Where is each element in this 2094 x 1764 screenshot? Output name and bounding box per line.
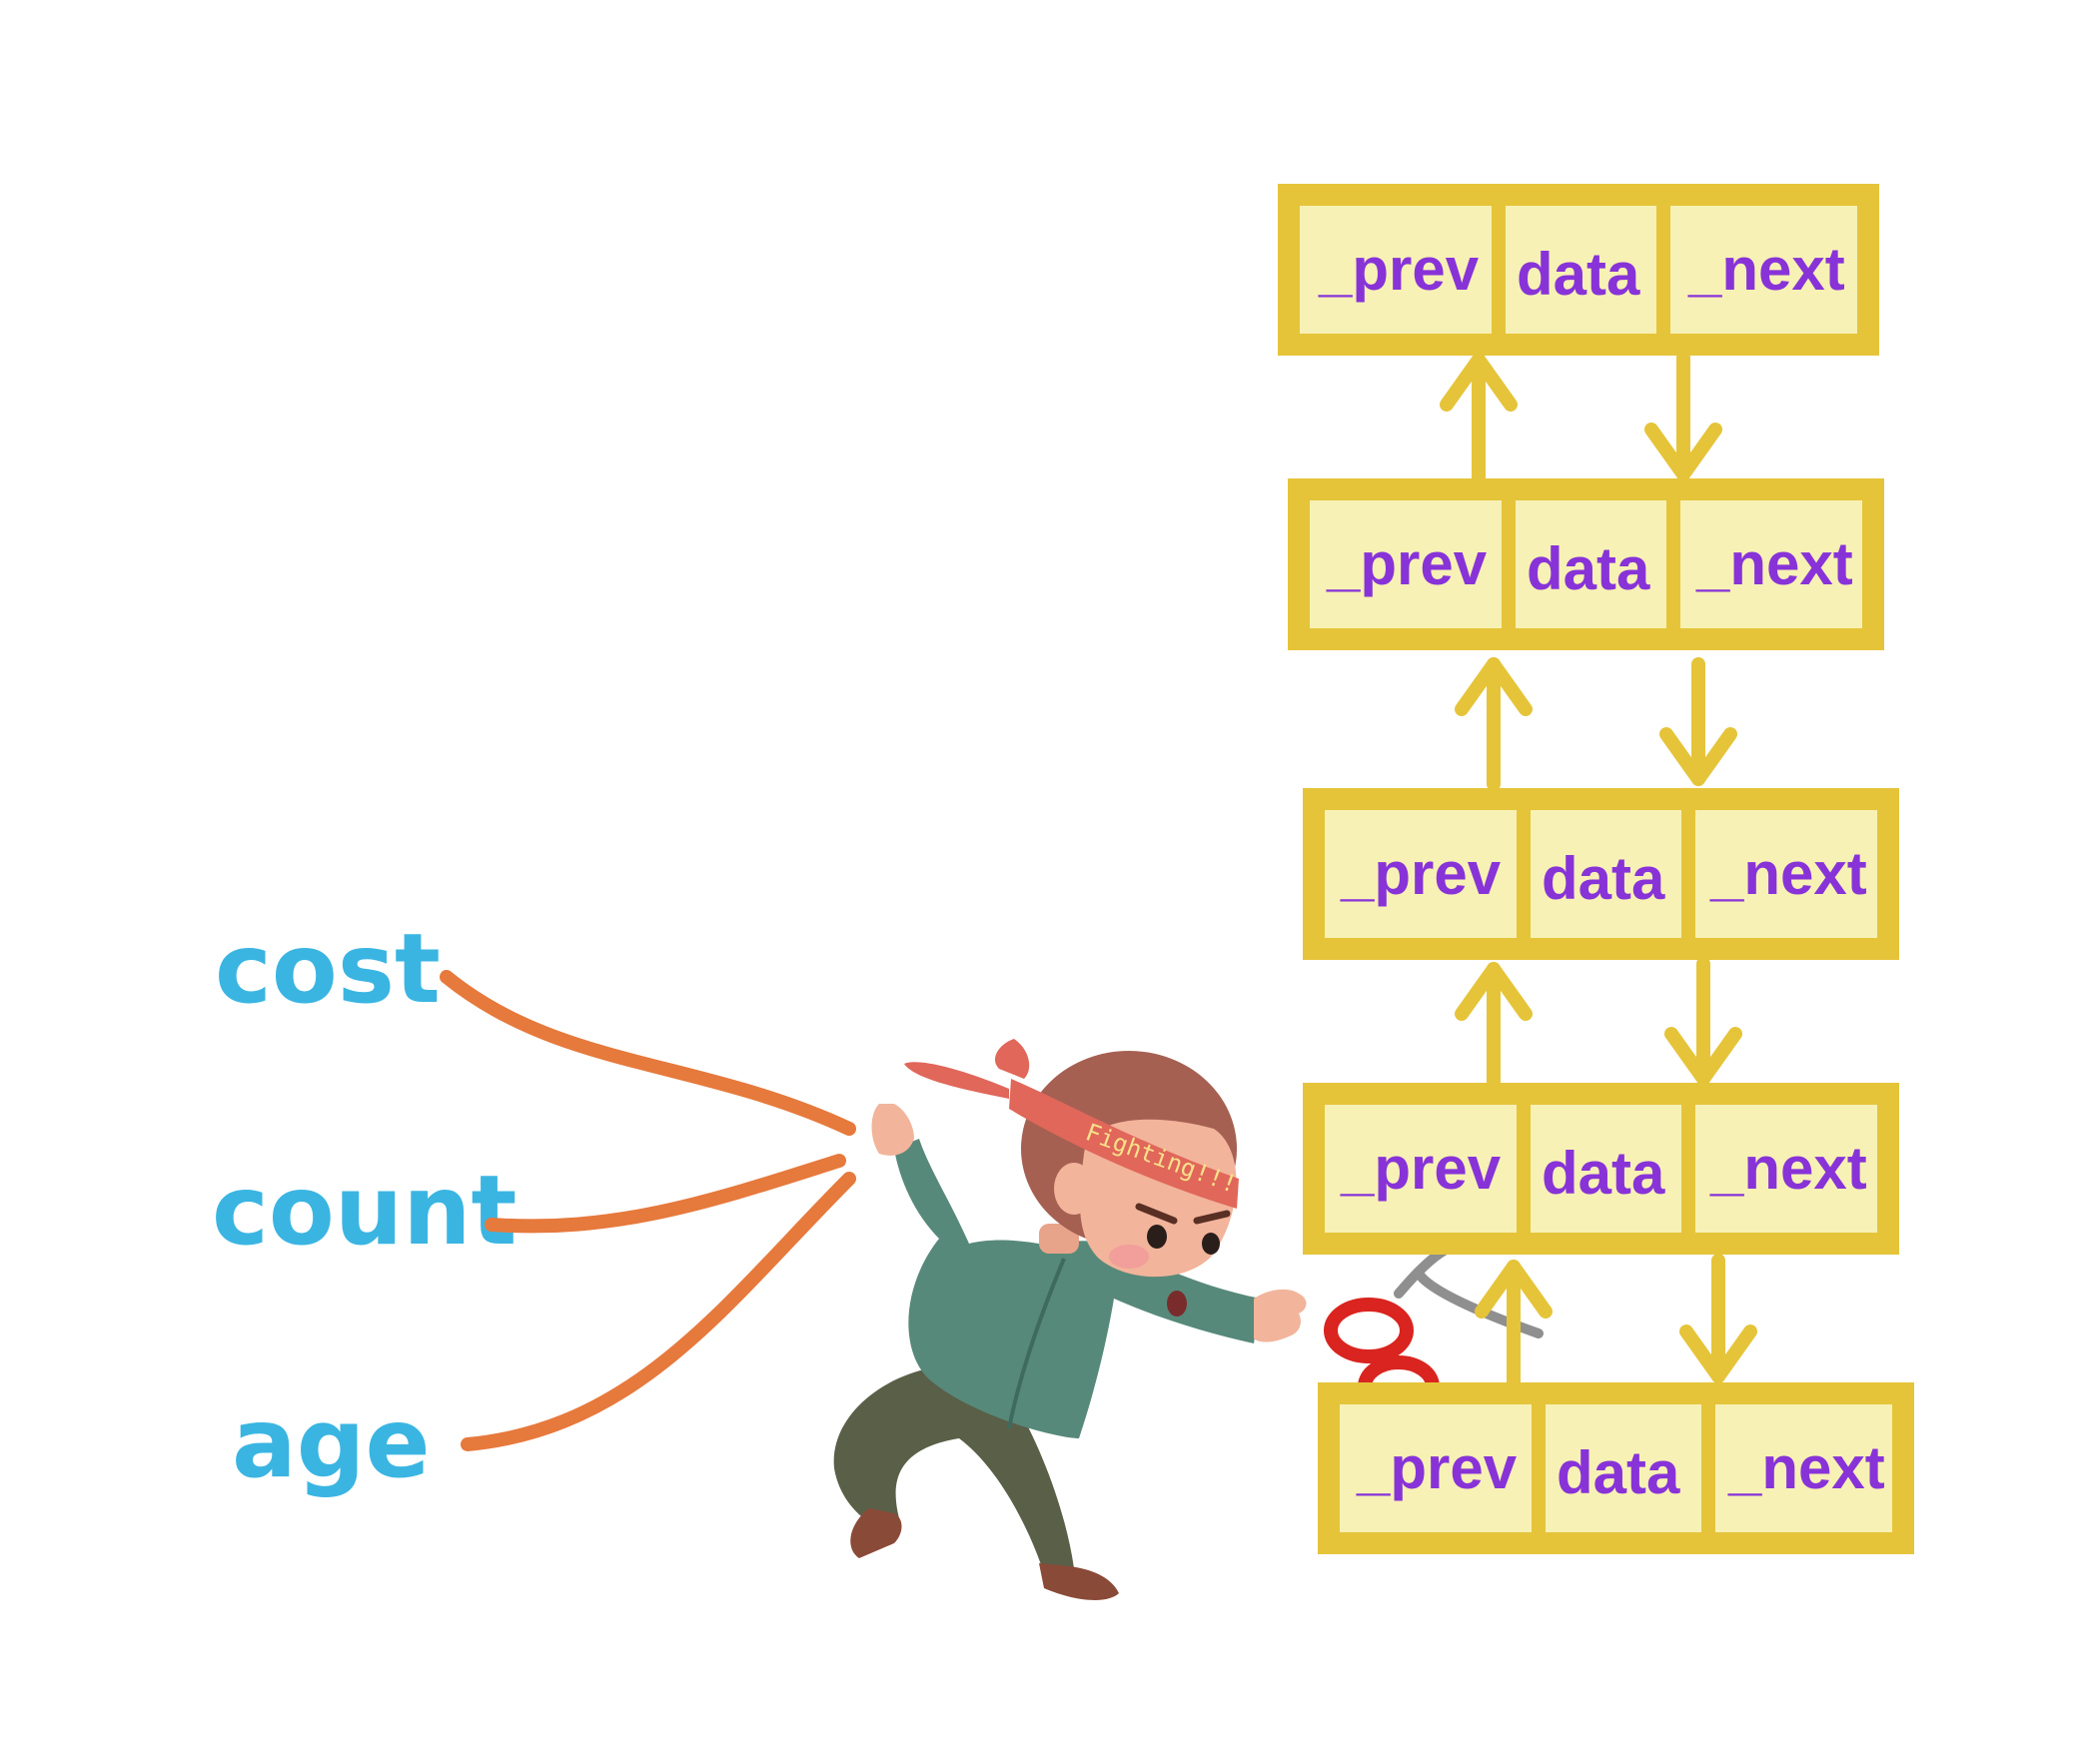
node-frame (1288, 478, 1884, 650)
prev-arrow-up (1455, 657, 1533, 791)
next-arrow-down (1659, 657, 1737, 786)
character-mouth (1167, 1291, 1187, 1317)
node-next-cell: _next (1727, 1434, 1885, 1501)
node-next-cell: _next (1687, 236, 1845, 303)
character-blush (1109, 1245, 1149, 1269)
character-jacket-zip (1007, 1258, 1066, 1429)
character-neck (1039, 1224, 1079, 1254)
node-data-cell: data (1517, 241, 1640, 308)
node-data-cell: data (1527, 535, 1650, 602)
node-frame (1303, 1083, 1899, 1255)
node-prev-cell: _prev (1318, 236, 1480, 303)
node-data-cell: data (1542, 845, 1665, 912)
connector-line-age (461, 1172, 856, 1451)
node-frame (1318, 1382, 1914, 1554)
list-node: _prev data _next (1303, 788, 1899, 960)
node-data-cell: data (1557, 1439, 1680, 1506)
node-arrows (1440, 351, 1757, 1390)
character-headband (1009, 1079, 1239, 1209)
node-data-cell: data (1542, 1140, 1665, 1207)
character-ear (1054, 1163, 1094, 1215)
linked-list: _prev data _next _prev data _next _prev … (1278, 184, 1914, 1554)
variable-label-count: count (212, 1155, 517, 1267)
prev-arrow-up (1440, 353, 1518, 486)
list-node: _prev data _next (1278, 184, 1879, 356)
node-prev-cell: _prev (1356, 1434, 1518, 1501)
variable-label-cost: cost (215, 913, 441, 1025)
node-frame (1278, 184, 1879, 356)
prev-arrow-up (1475, 1260, 1553, 1390)
node-next-cell: _next (1709, 1135, 1867, 1202)
character-illustration: Fighting!!! (833, 1039, 1307, 1600)
character-eye-left (1147, 1225, 1167, 1249)
next-arrow-down (1664, 957, 1742, 1086)
node-next-cell: _next (1709, 840, 1867, 907)
character-hand-raised (871, 1104, 914, 1156)
next-arrow-down (1644, 351, 1722, 481)
node-next-cell: _next (1695, 530, 1853, 597)
scissors-handle-top (1324, 1298, 1414, 1363)
connector-lines (440, 970, 856, 1451)
list-node: _prev data _next (1303, 1083, 1899, 1255)
next-arrow-down (1679, 1254, 1757, 1383)
character-shoe-left (850, 1508, 902, 1558)
connector-line-cost (440, 970, 856, 1136)
prev-arrow-up (1455, 962, 1533, 1091)
node-frame (1303, 788, 1899, 960)
node-prev-cell: _prev (1340, 840, 1502, 907)
node-prev-cell: _prev (1340, 1135, 1502, 1202)
character-eye-right (1202, 1233, 1220, 1255)
list-node: _prev data _next (1288, 478, 1884, 650)
character-hand-reaching (1254, 1289, 1307, 1342)
variable-label-age: age (232, 1387, 431, 1499)
list-node: _prev data _next (1318, 1382, 1914, 1554)
character-shoe-right (1039, 1563, 1119, 1600)
character-headband-tail (904, 1062, 1009, 1099)
character-headband-tail-2 (994, 1039, 1030, 1079)
variable-labels: cost count age (212, 913, 517, 1499)
connector-line-count (485, 1154, 846, 1234)
character-brow-right (1193, 1210, 1231, 1225)
character-brow-left (1135, 1203, 1178, 1225)
node-prev-cell: _prev (1326, 530, 1488, 597)
character-jacket (894, 1139, 1261, 1438)
